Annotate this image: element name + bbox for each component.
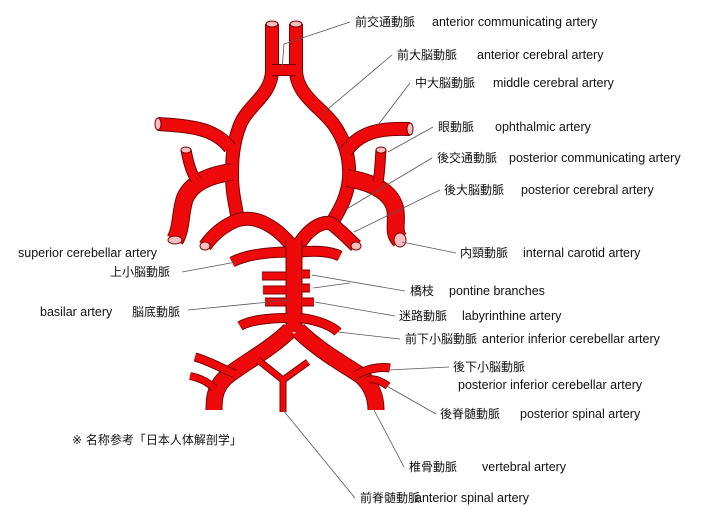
label-pica-jp: 後下小脳動脈: [453, 360, 525, 374]
vessel-ophthalmic-right: [372, 149, 387, 184]
label-basilar-en: basilar artery: [40, 305, 113, 319]
vessel-aica-right: [299, 313, 342, 336]
vessel-mca-left: [157, 117, 236, 153]
vessel-pca-right: [291, 215, 361, 251]
vessel-mca-right: [340, 121, 411, 157]
label-aca-en: anterior cerebral artery: [477, 48, 604, 62]
label-psa-jp: 後脊髄動脈: [440, 406, 500, 421]
label-asa-en: anterior spinal artery: [415, 491, 530, 505]
label-acom-en: anterior communicating artery: [432, 15, 598, 29]
vessel-cut-end: [350, 241, 362, 251]
vessel-cut-end: [180, 146, 192, 154]
vessel-ica-right: [345, 169, 408, 247]
labels: 前交通動脈 anterior communicating artery 前大脳動…: [18, 14, 681, 505]
label-sca-jp: 上小脳動脈: [110, 265, 170, 279]
vessel-pica-right: [353, 363, 391, 379]
label-vertebral-en: vertebral artery: [482, 460, 567, 474]
label-labyrinthine-en: labyrinthine artery: [462, 309, 562, 323]
label-pca-jp: 後大脳動脈: [444, 183, 504, 197]
label-aica-jp: 前下小脳動脈: [405, 331, 477, 346]
vessel-cut-end: [406, 122, 414, 136]
label-pcom-jp: 後交通動脈: [437, 150, 497, 165]
vessel-cut-end: [375, 146, 387, 154]
label-basilar-jp: 脳底動脈: [132, 304, 180, 319]
vessel-cut-end: [289, 20, 303, 28]
label-ica-en: internal carotid artery: [523, 246, 641, 260]
label-labyrinthine-jp: 迷路動脈: [399, 308, 447, 323]
vessels: [154, 20, 414, 412]
reference-note: ※ 名称参考「日本人体解剖学」: [72, 432, 242, 447]
label-ophthalmic-jp: 眼動脈: [438, 120, 474, 134]
vessel-psa-right: [366, 375, 391, 390]
vessel-cut-end: [199, 241, 211, 251]
label-asa-jp: 前脊髄動脈: [360, 490, 420, 505]
label-ica-jp: 内頸動脈: [460, 246, 508, 260]
vessel-psa-left: [189, 372, 217, 391]
vessel-aca-left: [225, 24, 279, 223]
label-sca-en: superior cerebellar artery: [18, 246, 158, 260]
label-pica-en: posterior inferior cerebellar artery: [458, 378, 643, 392]
vessel-cut-end: [265, 20, 279, 28]
vessel-pca-left: [199, 211, 298, 251]
label-aica-en: anterior inferior cerebellar artery: [482, 332, 661, 346]
vessel-ica-left: [166, 163, 234, 245]
vessel-pica-left: [193, 352, 237, 379]
label-psa-en: posterior spinal artery: [520, 407, 641, 421]
label-ophthalmic-en: ophthalmic artery: [495, 120, 592, 134]
label-mca-en: middle cerebral artery: [493, 76, 615, 90]
vessel-sca-right: [299, 245, 343, 262]
label-pca-en: posterior cerebral artery: [521, 183, 654, 197]
label-pontine-en: pontine branches: [449, 284, 545, 298]
vessel-cut-end: [167, 235, 183, 245]
label-pontine-jp: 橋枝: [410, 283, 434, 298]
vessel-sca-left: [229, 246, 291, 268]
vessel-cut-end: [393, 232, 407, 248]
label-pcom-en: posterior communicating artery: [509, 151, 681, 165]
label-mca-jp: 中大脳動脈: [415, 75, 475, 90]
vessel-ophthalmic-left: [180, 148, 201, 183]
vessel-aica-left: [237, 313, 289, 331]
label-acom-jp: 前交通動脈: [355, 14, 415, 29]
vessel-asa: [255, 357, 311, 412]
vessel-aca-right: [289, 24, 357, 230]
label-aca-jp: 前大脳動脈: [397, 47, 457, 62]
label-vertebral-jp: 椎骨動脈: [409, 459, 457, 474]
vessel-cut-end: [154, 117, 162, 131]
vessel-vertebral-left: [205, 323, 297, 411]
leader-lines: [181, 21, 457, 499]
